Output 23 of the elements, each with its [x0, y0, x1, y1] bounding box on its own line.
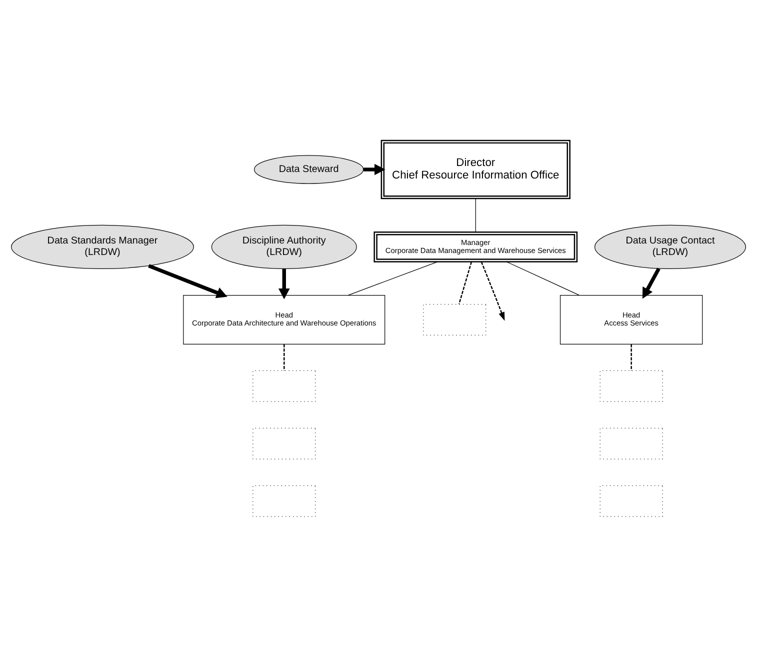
node-ellipse: Data Usage Contact (LRDW) [594, 224, 746, 268]
connector [284, 344, 285, 370]
arrow [148, 264, 228, 298]
node-box [423, 304, 486, 336]
node-box [600, 484, 663, 516]
connector [475, 198, 476, 232]
node-ellipse: Data Standards Manager (LRDW) [11, 224, 194, 268]
arrow [364, 163, 386, 175]
node-box: Director Chief Resource Information Office [380, 139, 570, 199]
connector [630, 344, 632, 370]
arrow [480, 261, 505, 320]
connector [458, 261, 472, 304]
node-box [252, 427, 316, 459]
connector [348, 260, 438, 296]
node-ellipse: Discipline Authority (LRDW) [211, 224, 357, 268]
node-box [600, 370, 663, 402]
arrow [278, 268, 290, 299]
arrow [642, 267, 660, 298]
connector [506, 260, 580, 296]
node-box [252, 484, 316, 516]
node-box [600, 427, 663, 459]
node-ellipse: Data Steward [254, 154, 364, 184]
node-box [252, 370, 316, 402]
